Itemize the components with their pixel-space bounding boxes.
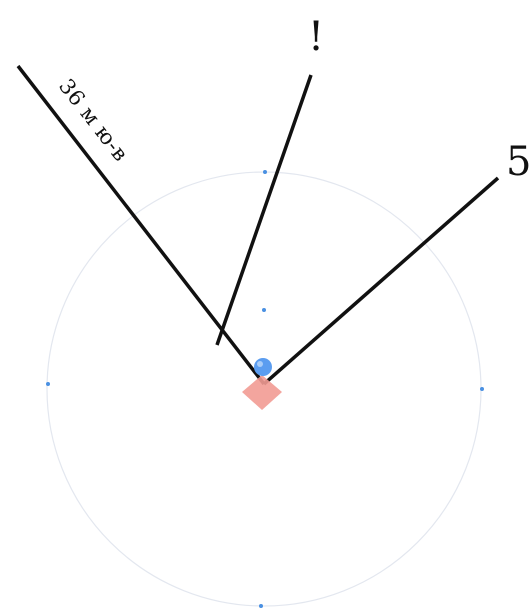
marker-dot-left — [46, 382, 50, 386]
ray-label-top: ! — [308, 14, 324, 60]
center-ball — [254, 358, 272, 376]
center-pin-shape — [242, 375, 282, 410]
ray-label-upper-left: 36 м ю-в — [54, 74, 133, 166]
ray-label-right: 5 — [506, 139, 529, 185]
marker-dot-inner — [262, 308, 266, 312]
ray-top — [215, 74, 313, 346]
center-ball-highlight — [257, 361, 263, 367]
marker-dot-right — [480, 387, 484, 391]
center-marker — [242, 358, 282, 410]
marker-dot-top — [263, 170, 267, 174]
marker-dot-bottom — [259, 604, 263, 608]
ray-upper-left — [16, 64, 266, 386]
ray-right — [262, 176, 500, 386]
